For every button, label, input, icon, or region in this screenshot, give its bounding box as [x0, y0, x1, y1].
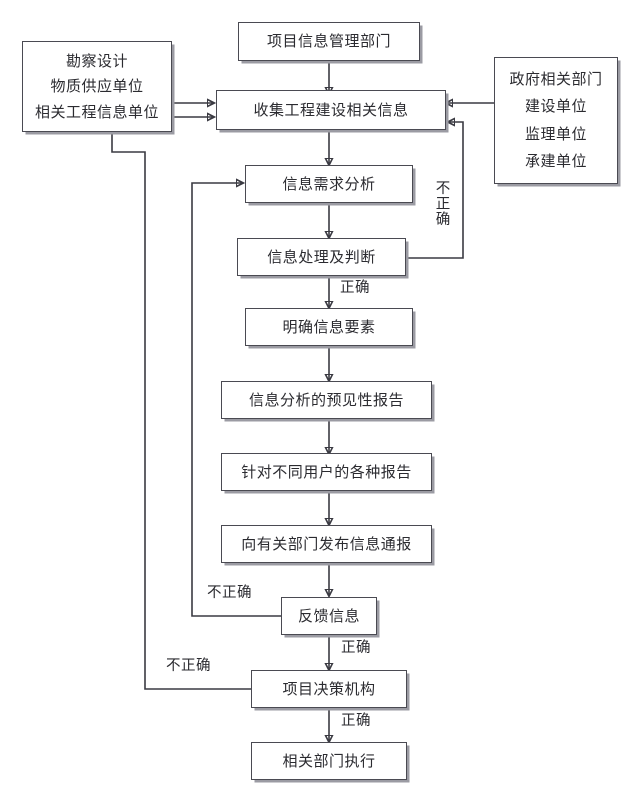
node-information-demand-analysis[interactable]: 信息需求分析	[245, 165, 413, 203]
node-label: 物质供应单位	[50, 77, 144, 95]
node-government-related-departments[interactable]: 政府相关部门 建设单位 监理单位 承建单位	[494, 57, 618, 184]
node-label: 信息需求分析	[282, 174, 376, 193]
node-collect-construction-information[interactable]: 收集工程建设相关信息	[216, 90, 446, 130]
node-label: 承建单位	[524, 152, 587, 171]
node-label: 收集工程建设相关信息	[253, 100, 409, 119]
edge-label-correct-feedback: 正确	[341, 640, 371, 656]
edge-label-correct-decision: 正确	[341, 713, 371, 729]
node-clarify-information-elements[interactable]: 明确信息要素	[245, 308, 413, 346]
node-reports-for-different-users[interactable]: 针对不同用户的各种报告	[221, 453, 432, 491]
node-label: 针对不同用户的各种报告	[241, 462, 412, 481]
node-label: 相关工程信息单位	[34, 102, 159, 121]
node-label: 相关部门执行	[282, 751, 376, 770]
node-label: 信息分析的预见性报告	[248, 390, 404, 409]
node-label: 信息处理及判断	[267, 247, 376, 266]
node-label: 项目决策机构	[282, 679, 376, 698]
node-label: 明确信息要素	[282, 317, 376, 336]
edge-label-incorrect-decision: 不正确	[166, 658, 211, 674]
node-survey-design-supply-units[interactable]: 勘察设计 物质供应单位 相关工程信息单位	[22, 41, 172, 132]
node-publish-information-bulletin[interactable]: 向有关部门发布信息通报	[221, 525, 432, 563]
node-label: 反馈信息	[297, 606, 360, 625]
edge-label-correct-process: 正确	[340, 280, 370, 296]
node-label: 监理单位	[524, 124, 587, 143]
node-label: 向有关部门发布信息通报	[241, 534, 412, 553]
edge-label-incorrect-feedback: 不正确	[207, 585, 252, 601]
node-label: 项目信息管理部门	[266, 32, 391, 50]
node-label: 勘察设计	[65, 51, 128, 70]
node-label: 建设单位	[524, 97, 587, 116]
node-label: 政府相关部门	[509, 69, 603, 88]
node-predictive-analysis-report[interactable]: 信息分析的预见性报告	[221, 381, 432, 419]
node-feedback-information[interactable]: 反馈信息	[281, 597, 377, 635]
node-related-department-execution[interactable]: 相关部门执行	[251, 742, 407, 780]
node-project-information-management-department[interactable]: 项目信息管理部门	[238, 22, 420, 61]
node-project-decision-body[interactable]: 项目决策机构	[251, 670, 407, 708]
edge-label-incorrect-process: 不正确	[433, 180, 450, 227]
node-information-processing-and-judgment[interactable]: 信息处理及判断	[237, 238, 406, 276]
